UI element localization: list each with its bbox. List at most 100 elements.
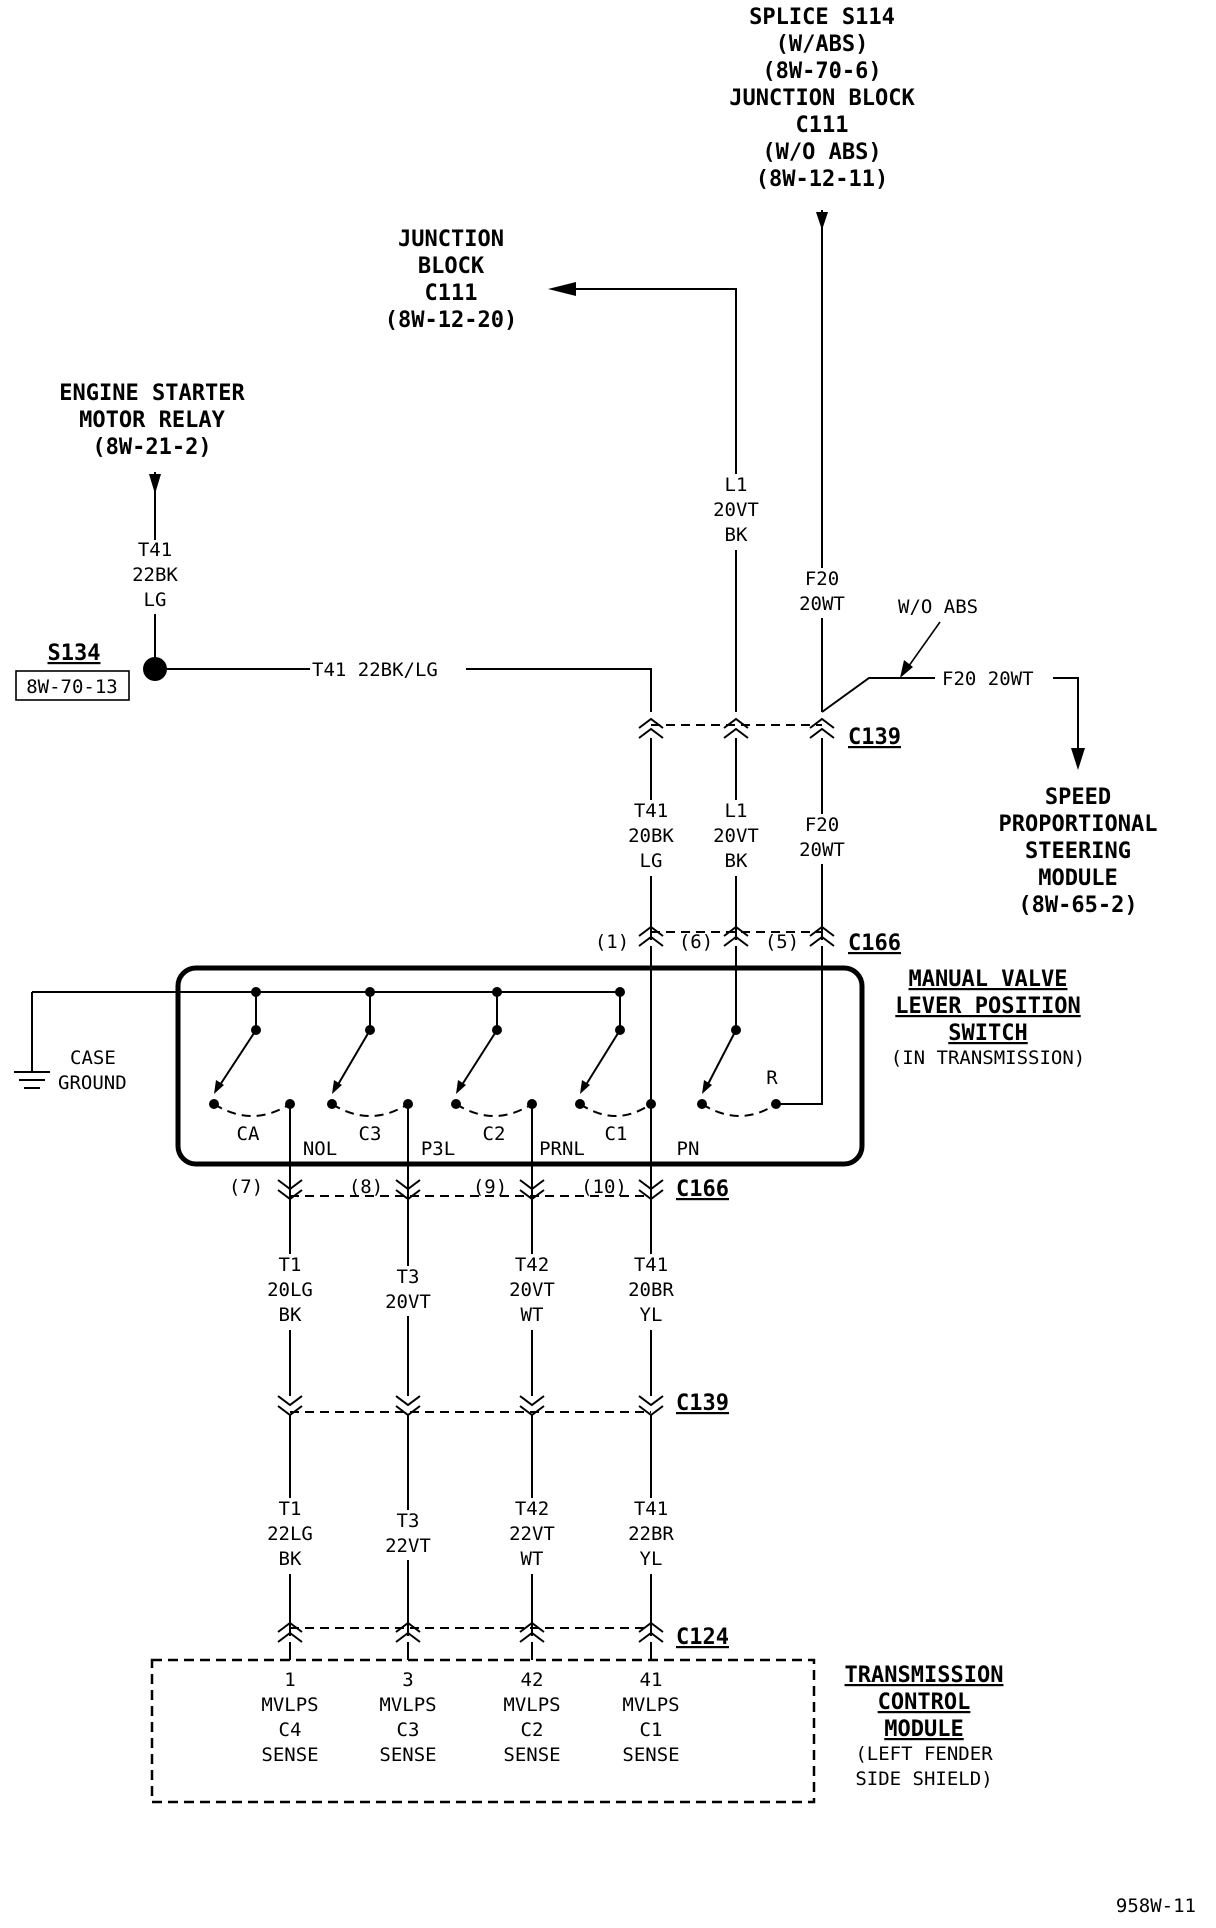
svg-text:22LG: 22LG [267, 1523, 313, 1545]
speed-module-arrow [1071, 748, 1085, 770]
contact-p3l-label: P3L [421, 1138, 455, 1160]
t3-a-label: T3 20VT [374, 1266, 442, 1316]
switch-title-line-3: SWITCH [948, 1021, 1027, 1046]
splice-s114-line-4: JUNCTION BLOCK [729, 86, 915, 111]
splice-s134-label: S134 [48, 641, 101, 666]
svg-text:20VT: 20VT [713, 499, 759, 521]
contact-prnl-label: PRNL [539, 1138, 585, 1160]
svg-text:BK: BK [279, 1304, 302, 1326]
f20-upper-label: F20 20WT [788, 568, 856, 618]
f20-branch-label: F20 20WT [942, 668, 1034, 690]
wo-abs-label: W/O ABS [898, 596, 978, 618]
svg-text:T3: T3 [397, 1510, 420, 1532]
svg-text:L1: L1 [725, 474, 748, 496]
junction-block-line-4: (8W-12-20) [385, 308, 517, 333]
svg-text:T3: T3 [397, 1266, 420, 1288]
svg-text:41: 41 [640, 1669, 663, 1691]
f20-branch-wire-b [1053, 677, 1079, 748]
speed-module-line-2: PROPORTIONAL [999, 812, 1158, 837]
svg-text:L1: L1 [725, 800, 748, 822]
c124-pin-3 [395, 1621, 421, 1643]
splice-s114-line-7: (8W-12-11) [756, 167, 888, 192]
svg-text:T1: T1 [279, 1498, 302, 1520]
svg-text:C2: C2 [521, 1719, 544, 1741]
c166-pin-6-label: (6) [679, 931, 713, 953]
t41-vertical-label: T41 22BK LG [124, 539, 186, 614]
f20-branch-wire [821, 677, 935, 713]
f20-feed-arrow [816, 212, 828, 230]
contact-c1-label: C1 [605, 1123, 628, 1145]
c166-pin-1-label: (1) [595, 931, 629, 953]
c139-upper-pin-f20 [809, 717, 835, 739]
tcm-title-line-3: MODULE [884, 1717, 963, 1742]
svg-text:BK: BK [279, 1548, 302, 1570]
svg-text:3: 3 [402, 1669, 413, 1691]
svg-text:T41: T41 [634, 1254, 668, 1276]
svg-text:YL: YL [640, 1548, 663, 1570]
splice-s134-ref: 8W-70-13 [26, 676, 118, 698]
tcm-pin-1-label: 1 MVLPS C4 SENSE [261, 1669, 318, 1766]
svg-text:WT: WT [521, 1548, 544, 1570]
contact-r-label: R [766, 1067, 778, 1089]
svg-text:YL: YL [640, 1304, 663, 1326]
l1-upper-wire [562, 288, 737, 712]
svg-text:42: 42 [521, 1669, 544, 1691]
starter-relay-line-2: MOTOR RELAY [79, 408, 225, 433]
c124-pin-42 [519, 1621, 545, 1643]
contact-c3-label: C3 [359, 1123, 382, 1145]
t42-b-label: T42 22VT WT [498, 1498, 566, 1574]
svg-text:20VT: 20VT [509, 1279, 555, 1301]
contact-pn-label: PN [677, 1138, 700, 1160]
svg-text:20WT: 20WT [799, 593, 845, 615]
speed-module-line-1: SPEED [1045, 785, 1111, 810]
switch-pole-c1 [575, 987, 656, 1117]
junction-block-line-3: C111 [425, 281, 478, 306]
svg-text:20VT: 20VT [713, 825, 759, 847]
c166-pin-9-label: (9) [473, 1176, 507, 1198]
svg-text:C3: C3 [397, 1719, 420, 1741]
c166-pin-7-label: (7) [229, 1176, 263, 1198]
svg-text:SENSE: SENSE [261, 1744, 318, 1766]
c166-top-label: C166 [848, 931, 901, 956]
svg-text:SENSE: SENSE [503, 1744, 560, 1766]
c139-lower-label: C139 [676, 1391, 729, 1416]
splice-s114-line-3: (8W-70-6) [762, 59, 881, 84]
c166-pin-10-label: (10) [581, 1176, 627, 1198]
manual-valve-switch-box [175, 965, 865, 1167]
svg-text:20BR: 20BR [628, 1279, 674, 1301]
svg-text:22VT: 22VT [509, 1523, 555, 1545]
svg-text:WT: WT [521, 1304, 544, 1326]
case-ground-symbol [14, 1071, 50, 1089]
svg-text:F20: F20 [805, 814, 839, 836]
c139-upper-label: C139 [848, 725, 901, 750]
svg-text:1: 1 [284, 1669, 295, 1691]
switch-subtitle: (IN TRANSMISSION) [891, 1047, 1085, 1069]
svg-text:MVLPS: MVLPS [261, 1694, 318, 1716]
t3-b-label: T3 22VT [374, 1510, 442, 1560]
svg-text:22BK: 22BK [132, 564, 178, 586]
t41-b-label: T41 22BR YL [617, 1498, 685, 1574]
tcm-pin-3-label: 3 MVLPS C3 SENSE [379, 1669, 436, 1766]
junction-block-line-1: JUNCTION [398, 227, 504, 252]
tcm-sub-line-2: SIDE SHIELD) [855, 1768, 992, 1790]
junction-block-arrow [548, 282, 576, 296]
tcm-sub-line-1: (LEFT FENDER [855, 1743, 993, 1765]
svg-text:SENSE: SENSE [379, 1744, 436, 1766]
splice-s134-dot [143, 657, 167, 681]
contact-c2-label: C2 [483, 1123, 506, 1145]
starter-relay-line-1: ENGINE STARTER [59, 381, 245, 406]
contact-nol-label: NOL [303, 1138, 337, 1160]
svg-text:T1: T1 [279, 1254, 302, 1276]
switch-pole-c3 [327, 987, 413, 1117]
svg-text:T42: T42 [515, 1254, 549, 1276]
svg-text:MVLPS: MVLPS [379, 1694, 436, 1716]
svg-text:22VT: 22VT [385, 1535, 431, 1557]
svg-text:20LG: 20LG [267, 1279, 313, 1301]
c166-bottom-label: C166 [676, 1177, 729, 1202]
c124-label: C124 [676, 1625, 729, 1650]
splice-s134-ref-box [15, 670, 130, 701]
junction-block-line-2: BLOCK [418, 254, 485, 279]
svg-text:BK: BK [725, 524, 748, 546]
svg-text:MVLPS: MVLPS [622, 1694, 679, 1716]
